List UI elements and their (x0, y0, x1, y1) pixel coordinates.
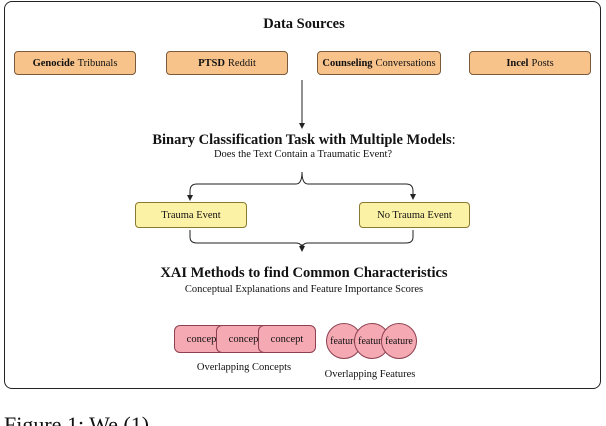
source-label: Reddit (227, 57, 256, 69)
figure-caption-fragment: Figure 1: We (1) ... (4, 412, 172, 426)
feature-circle: feature (381, 323, 417, 359)
concepts-caption: Overlapping Concepts (196, 362, 292, 373)
source-bold-label: Genocide (32, 57, 75, 69)
source-bold-label: PTSD (198, 57, 225, 69)
concept-box: concept (258, 325, 316, 353)
xai-subtitle: Conceptual Explanations and Feature Impo… (184, 284, 424, 295)
classification-title-text: Binary Classification Task with Multiple… (152, 132, 452, 148)
source-label: Conversations (375, 57, 436, 69)
classification-title-colon: : (451, 132, 456, 148)
source-label: Tribunals (77, 57, 118, 69)
diagram-frame (4, 1, 601, 389)
data-sources-title: Data Sources (263, 16, 345, 32)
xai-title: XAI Methods to find Common Characteristi… (160, 265, 448, 281)
classification-title: Binary Classification Task with Multiple… (152, 132, 455, 149)
split-brace (189, 171, 416, 200)
classification-subtitle: Does the Text Contain a Traumatic Event? (213, 149, 393, 160)
features-caption: Overlapping Features (324, 369, 416, 380)
source-bold-label: Incel (506, 57, 529, 69)
outcome-no-trauma-event: No Trauma Event (359, 202, 470, 228)
source-label: Posts (531, 57, 554, 69)
outcome-trauma-event: Trauma Event (135, 202, 247, 228)
source-bold-label: Counseling (322, 57, 373, 69)
